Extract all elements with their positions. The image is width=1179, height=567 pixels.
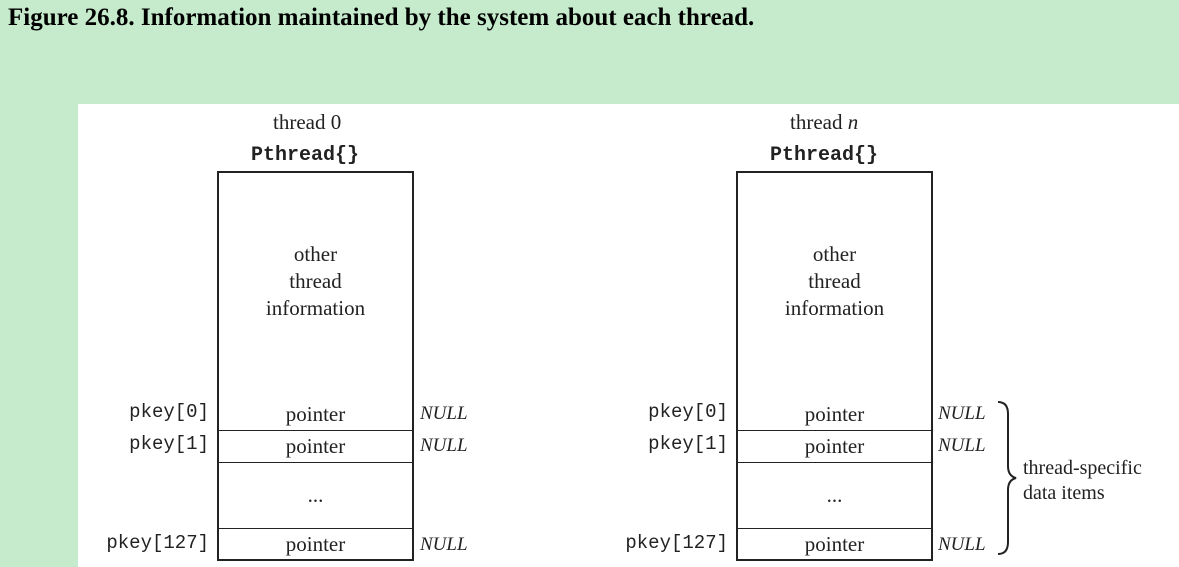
- thread-n-ellipsis-cell: ...: [736, 463, 933, 530]
- thread-n-null-127: NULL: [938, 534, 986, 555]
- thread-0-null-1: NULL: [420, 435, 468, 456]
- thread-0-label-prefix: thread: [273, 110, 326, 134]
- thread-n-pointer-cell-1: pointer: [736, 431, 933, 464]
- thread-0-info-line: information: [265, 296, 366, 320]
- thread-0-other-info: other thread information: [219, 241, 412, 322]
- thread-n-key-0: pkey[0]: [648, 401, 728, 423]
- thread-n-null-1: NULL: [938, 435, 986, 456]
- thread-n-info-line: information: [784, 296, 885, 320]
- thread-0-key-0: pkey[0]: [129, 401, 209, 423]
- thread-0-pointer-cell-0: pointer: [217, 399, 414, 432]
- thread-0-pointer-cell-127: pointer: [217, 529, 414, 561]
- thread-0-pointer-cell-1: pointer: [217, 431, 414, 464]
- thread-n-key-127: pkey[127]: [625, 532, 728, 554]
- brace-label: thread-specific data items: [1023, 456, 1142, 506]
- thread-n-label-index: n: [847, 110, 859, 134]
- brace-label-line: thread-specific: [1023, 457, 1142, 479]
- thread-n-label-prefix: thread: [790, 110, 843, 134]
- thread-0-struct-box: [217, 171, 414, 401]
- thread-0-struct-label: Pthread{}: [251, 144, 360, 167]
- thread-n-struct-box: [736, 171, 933, 401]
- thread-n-other-info: other thread information: [738, 241, 931, 322]
- thread-n-key-1: pkey[1]: [648, 433, 728, 455]
- brace-icon: [997, 401, 1017, 555]
- thread-n-null-0: NULL: [938, 403, 986, 424]
- thread-n-struct-label: Pthread{}: [770, 144, 879, 167]
- thread-0-key-1: pkey[1]: [129, 433, 209, 455]
- figure-title: Figure 26.8. Information maintained by t…: [8, 4, 755, 31]
- thread-0-key-127: pkey[127]: [106, 532, 209, 554]
- thread-n-info-line: thread: [808, 269, 861, 293]
- thread-n-label: thread n: [790, 110, 858, 135]
- diagram-canvas: thread 0 Pthread{} other thread informat…: [78, 104, 1179, 567]
- thread-n-pointer-cell-0: pointer: [736, 399, 933, 432]
- thread-0-info-line: other: [293, 242, 338, 266]
- thread-0-null-0: NULL: [420, 403, 468, 424]
- thread-0-label: thread 0: [273, 110, 341, 135]
- thread-0-label-index: 0: [330, 110, 342, 134]
- thread-n-pointer-cell-127: pointer: [736, 529, 933, 561]
- thread-0-null-127: NULL: [420, 534, 468, 555]
- thread-0-ellipsis-cell: ...: [217, 463, 414, 530]
- thread-n-info-line: other: [812, 242, 857, 266]
- thread-0-info-line: thread: [289, 269, 342, 293]
- brace-label-line: data items: [1023, 482, 1105, 504]
